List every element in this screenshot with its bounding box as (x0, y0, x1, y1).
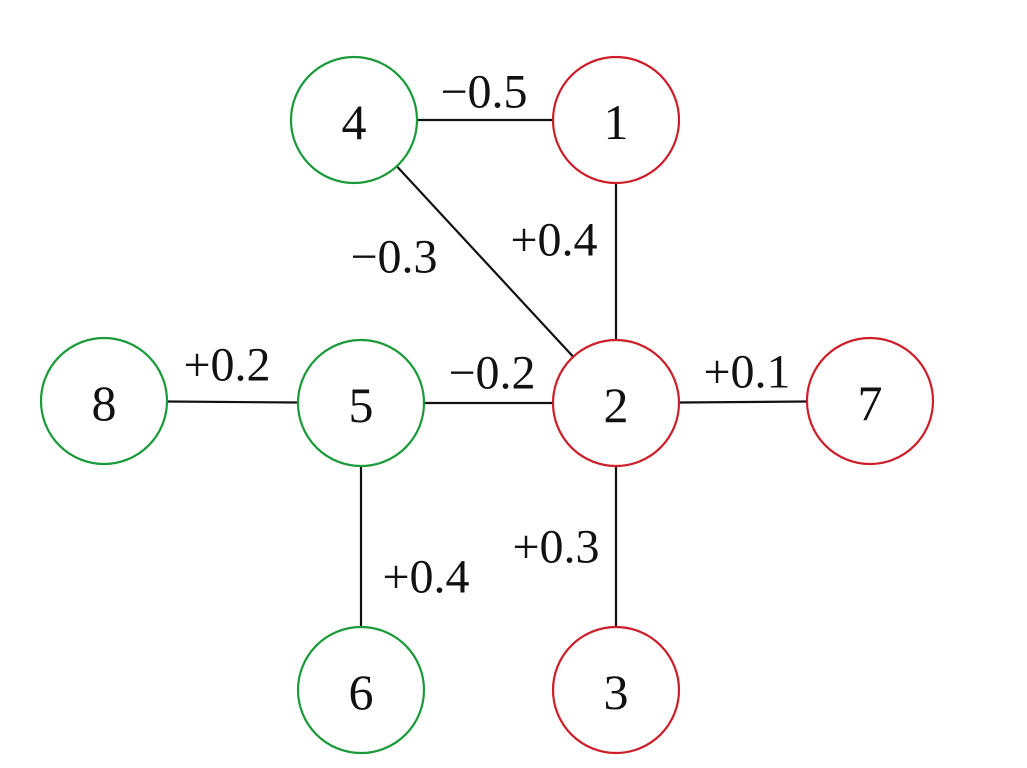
edges-layer (166, 118, 808, 627)
edge-weight-label: +0.3 (512, 521, 599, 574)
edge-2-7 (678, 400, 808, 404)
node-label: 3 (604, 664, 629, 720)
node-4: 4 (289, 55, 419, 185)
node-circle (551, 55, 681, 185)
node-1: 1 (551, 55, 681, 185)
edge-weight-label: +0.4 (382, 551, 469, 604)
edge-line (678, 400, 808, 404)
edge-weight-label: +0.4 (510, 214, 597, 267)
node-label: 2 (604, 377, 629, 433)
node-6: 6 (296, 625, 426, 755)
edge-8-5 (166, 400, 299, 404)
node-5: 5 (296, 338, 426, 468)
edge-weight-label: −0.3 (350, 231, 437, 284)
node-label: 5 (349, 377, 374, 433)
node-label: 8 (92, 375, 117, 431)
node-label: 4 (342, 94, 367, 150)
node-circle (551, 338, 681, 468)
node-circle (551, 625, 681, 755)
node-circle (805, 336, 935, 466)
node-3: 3 (551, 625, 681, 755)
edge-weight-label: −0.2 (448, 347, 535, 400)
nodes-layer: 1 2 3 4 5 6 7 8 (39, 55, 935, 755)
node-circle (296, 338, 426, 468)
node-circle (296, 625, 426, 755)
node-8: 8 (39, 336, 169, 466)
node-label: 1 (604, 94, 629, 150)
edge-weight-label: −0.5 (440, 66, 527, 119)
edge-weight-label: +0.1 (703, 346, 790, 399)
node-circle (289, 55, 419, 185)
node-label: 7 (858, 375, 883, 431)
edge-labels-layer: −0.5 −0.3 +0.4 +0.2 −0.2 +0.1 +0.4 +0.3 (183, 66, 790, 604)
edge-line (395, 165, 575, 358)
node-circle (39, 336, 169, 466)
edge-weight-label: +0.2 (183, 339, 270, 392)
edge-4-2 (395, 165, 575, 358)
node-7: 7 (805, 336, 935, 466)
node-2: 2 (551, 338, 681, 468)
edge-line (166, 400, 299, 404)
node-label: 6 (349, 664, 374, 720)
